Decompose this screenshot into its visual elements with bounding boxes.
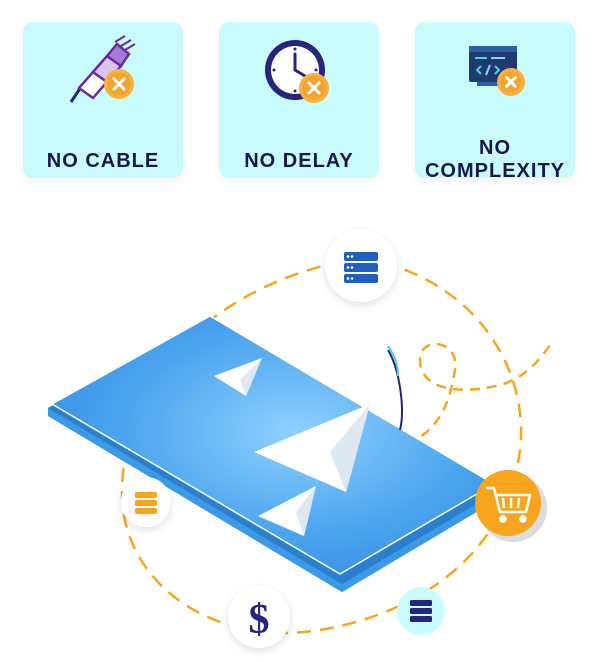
feature-card-no-delay: NO DELAY bbox=[219, 22, 379, 178]
feature-label: NO COMPLEXITY bbox=[424, 137, 565, 182]
telegram-phone-illustration: $ bbox=[48, 230, 554, 648]
cable-plug-icon bbox=[23, 32, 183, 108]
paper-plane-icon bbox=[258, 486, 316, 536]
feature-label: NO DELAY bbox=[244, 150, 354, 172]
shopping-cart-icon bbox=[486, 486, 532, 523]
code-window-icon bbox=[415, 32, 575, 108]
server-badge-left bbox=[121, 477, 171, 527]
server-icon bbox=[135, 492, 157, 514]
server-badge-bottom bbox=[397, 587, 445, 635]
dollar-badge: $ bbox=[228, 586, 290, 648]
clock-icon bbox=[219, 32, 379, 108]
paper-plane-icon bbox=[214, 358, 262, 396]
server-badge-top bbox=[325, 230, 397, 302]
feature-card-no-cable: NO CABLE bbox=[23, 22, 183, 178]
feature-card-no-complexity: NO COMPLEXITY bbox=[415, 22, 575, 182]
server-icon bbox=[410, 600, 432, 622]
feature-label: NO CABLE bbox=[46, 150, 160, 172]
cart-badge bbox=[475, 470, 547, 542]
dashed-orbit bbox=[120, 256, 554, 635]
paper-plane-icon bbox=[254, 404, 370, 492]
dollar-icon: $ bbox=[249, 597, 270, 643]
server-icon bbox=[344, 252, 378, 283]
